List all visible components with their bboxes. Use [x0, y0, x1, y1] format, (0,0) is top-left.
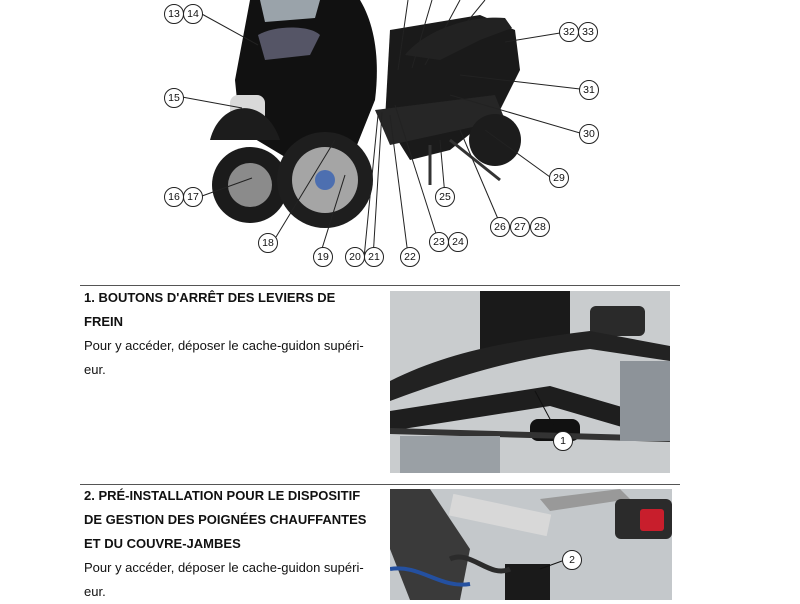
section2-text: 2. PRÉ-INSTALLATION POUR LE DISPOSITIF D…: [84, 484, 384, 604]
callout-21: 21: [364, 247, 384, 267]
scooter-figure: 13 14 15 16 17 18 19 20 21 22 23 24 25 2…: [150, 0, 610, 272]
callout-31: 31: [579, 80, 599, 100]
section2-photo: 2: [390, 489, 672, 600]
section2-title-line3: ET DU COUVRE-JAMBES: [84, 536, 241, 551]
section2-body-line1: Pour y accéder, déposer le cache-guidon …: [84, 560, 364, 575]
section2-body-line2: eur.: [84, 584, 106, 599]
callout-30: 30: [579, 124, 599, 144]
callout-25: 25: [435, 187, 455, 207]
callout-22: 22: [400, 247, 420, 267]
section1-top-rule: [80, 285, 680, 286]
callout-29: 29: [549, 168, 569, 188]
scooter-illustration: [181, 0, 581, 259]
callout-15: 15: [164, 88, 184, 108]
section1-title-line1: 1. BOUTONS D'ARRÊT DES LEVIERS DE: [84, 290, 336, 305]
section1-body-line2: eur.: [84, 362, 106, 377]
section1-callout-1: 1: [553, 431, 573, 451]
callout-16: 16: [164, 187, 184, 207]
callout-20: 20: [345, 247, 365, 267]
section1-title-line2: FREIN: [84, 314, 123, 329]
brake-lever-photo: [390, 291, 670, 473]
section2-callout-2: 2: [562, 550, 582, 570]
callout-26: 26: [490, 217, 510, 237]
section1-body-line1: Pour y accéder, déposer le cache-guidon …: [84, 338, 364, 353]
heated-grips-photo: [390, 489, 672, 600]
callout-32: 32: [559, 22, 579, 42]
callout-24: 24: [448, 232, 468, 252]
callout-14: 14: [183, 4, 203, 24]
section2-title-line1: 2. PRÉ-INSTALLATION POUR LE DISPOSITIF: [84, 488, 361, 503]
callout-13: 13: [164, 4, 184, 24]
callout-28: 28: [530, 217, 550, 237]
callout-33: 33: [578, 22, 598, 42]
section2-top-rule: [80, 484, 680, 485]
callout-18: 18: [258, 233, 278, 253]
callout-19: 19: [313, 247, 333, 267]
callout-27: 27: [510, 217, 530, 237]
callout-23: 23: [429, 232, 449, 252]
section1-photo: 1: [390, 291, 670, 473]
section1-text: 1. BOUTONS D'ARRÊT DES LEVIERS DE FREIN …: [84, 286, 384, 382]
callout-17: 17: [183, 187, 203, 207]
section2-title-line2: DE GESTION DES POIGNÉES CHAUFFANTES: [84, 512, 367, 527]
